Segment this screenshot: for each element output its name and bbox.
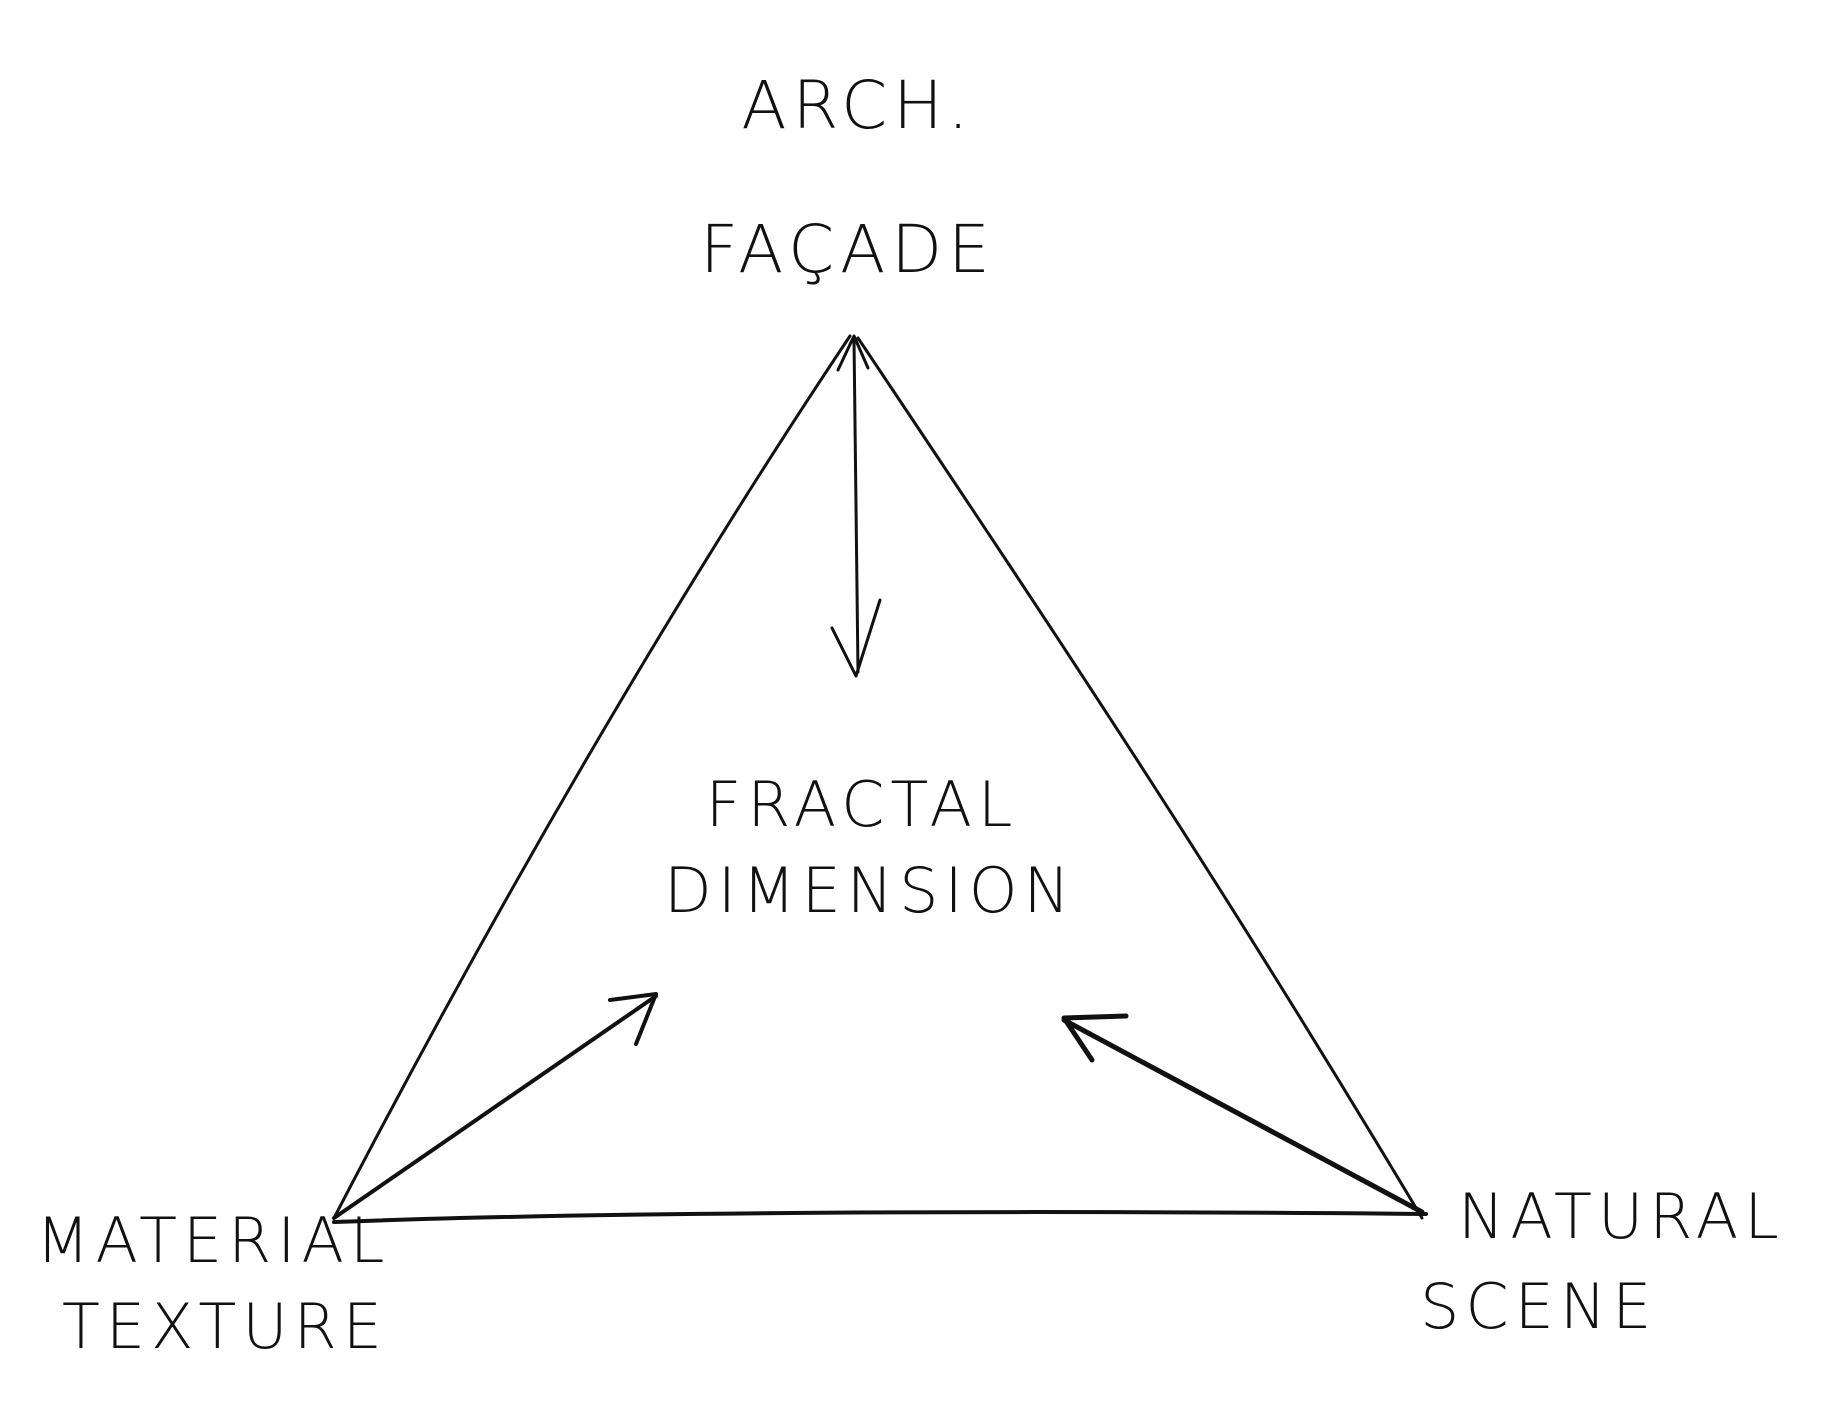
node-right-line2: SCENE bbox=[1420, 1270, 1657, 1343]
node-right: NATURAL SCENE bbox=[1420, 1180, 1785, 1343]
edge-top-right bbox=[856, 336, 1424, 1220]
node-left-line2: TEXTURE bbox=[62, 1290, 388, 1363]
node-center-line2: DIMENSION bbox=[664, 854, 1076, 927]
node-center: FRACTAL DIMENSION bbox=[664, 768, 1076, 927]
arrow-right-to-center bbox=[1061, 1013, 1425, 1215]
edge-top-left bbox=[332, 334, 852, 1220]
edge-left-right bbox=[332, 1210, 1428, 1224]
node-left-line1: MATERIAL bbox=[36, 1204, 390, 1277]
node-left: MATERIAL TEXTURE bbox=[36, 1204, 390, 1363]
node-top: ARCH. FAÇADE bbox=[700, 67, 996, 288]
node-right-line1: NATURAL bbox=[1458, 1180, 1785, 1253]
node-center-line1: FRACTAL bbox=[706, 768, 1019, 841]
node-top-line2: FAÇADE bbox=[700, 211, 996, 288]
node-top-line1: ARCH. bbox=[741, 67, 974, 144]
arrow-top-to-center bbox=[830, 334, 882, 678]
arrow-left-to-center bbox=[332, 992, 658, 1220]
